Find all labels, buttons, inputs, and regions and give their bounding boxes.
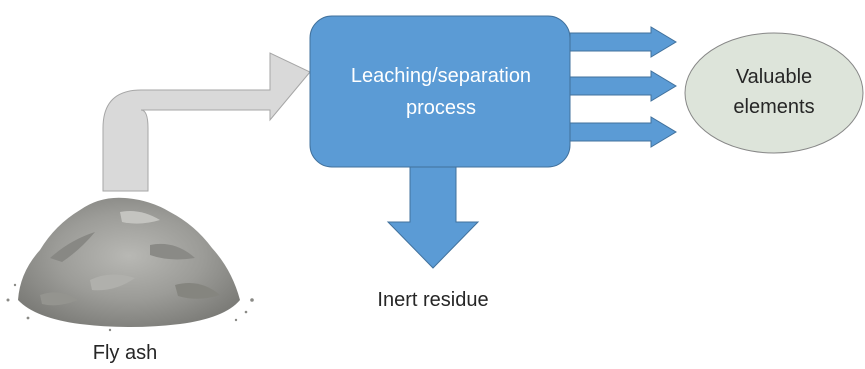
output-arrow-middle — [569, 70, 677, 102]
fly-ash-label: Fly ash — [92, 342, 158, 364]
residue-arrow — [386, 166, 480, 269]
fly-ash-pile-image — [6, 197, 254, 332]
valuable-label-line1: Valuable — [735, 66, 813, 88]
process-label: Leaching/separation process — [312, 60, 570, 124]
valuable-elements-ellipse — [684, 32, 864, 154]
inert-residue-label: Inert residue — [377, 289, 489, 311]
gray-feed-arrow — [102, 52, 311, 192]
valuable-elements-label: Valuable elements — [686, 62, 862, 122]
output-arrow-bottom — [569, 116, 677, 148]
process-label-line2: process — [405, 97, 477, 119]
valuable-label-line2: elements — [733, 96, 815, 118]
output-arrow-top — [569, 26, 677, 58]
process-label-line1: Leaching/separation — [350, 65, 532, 87]
